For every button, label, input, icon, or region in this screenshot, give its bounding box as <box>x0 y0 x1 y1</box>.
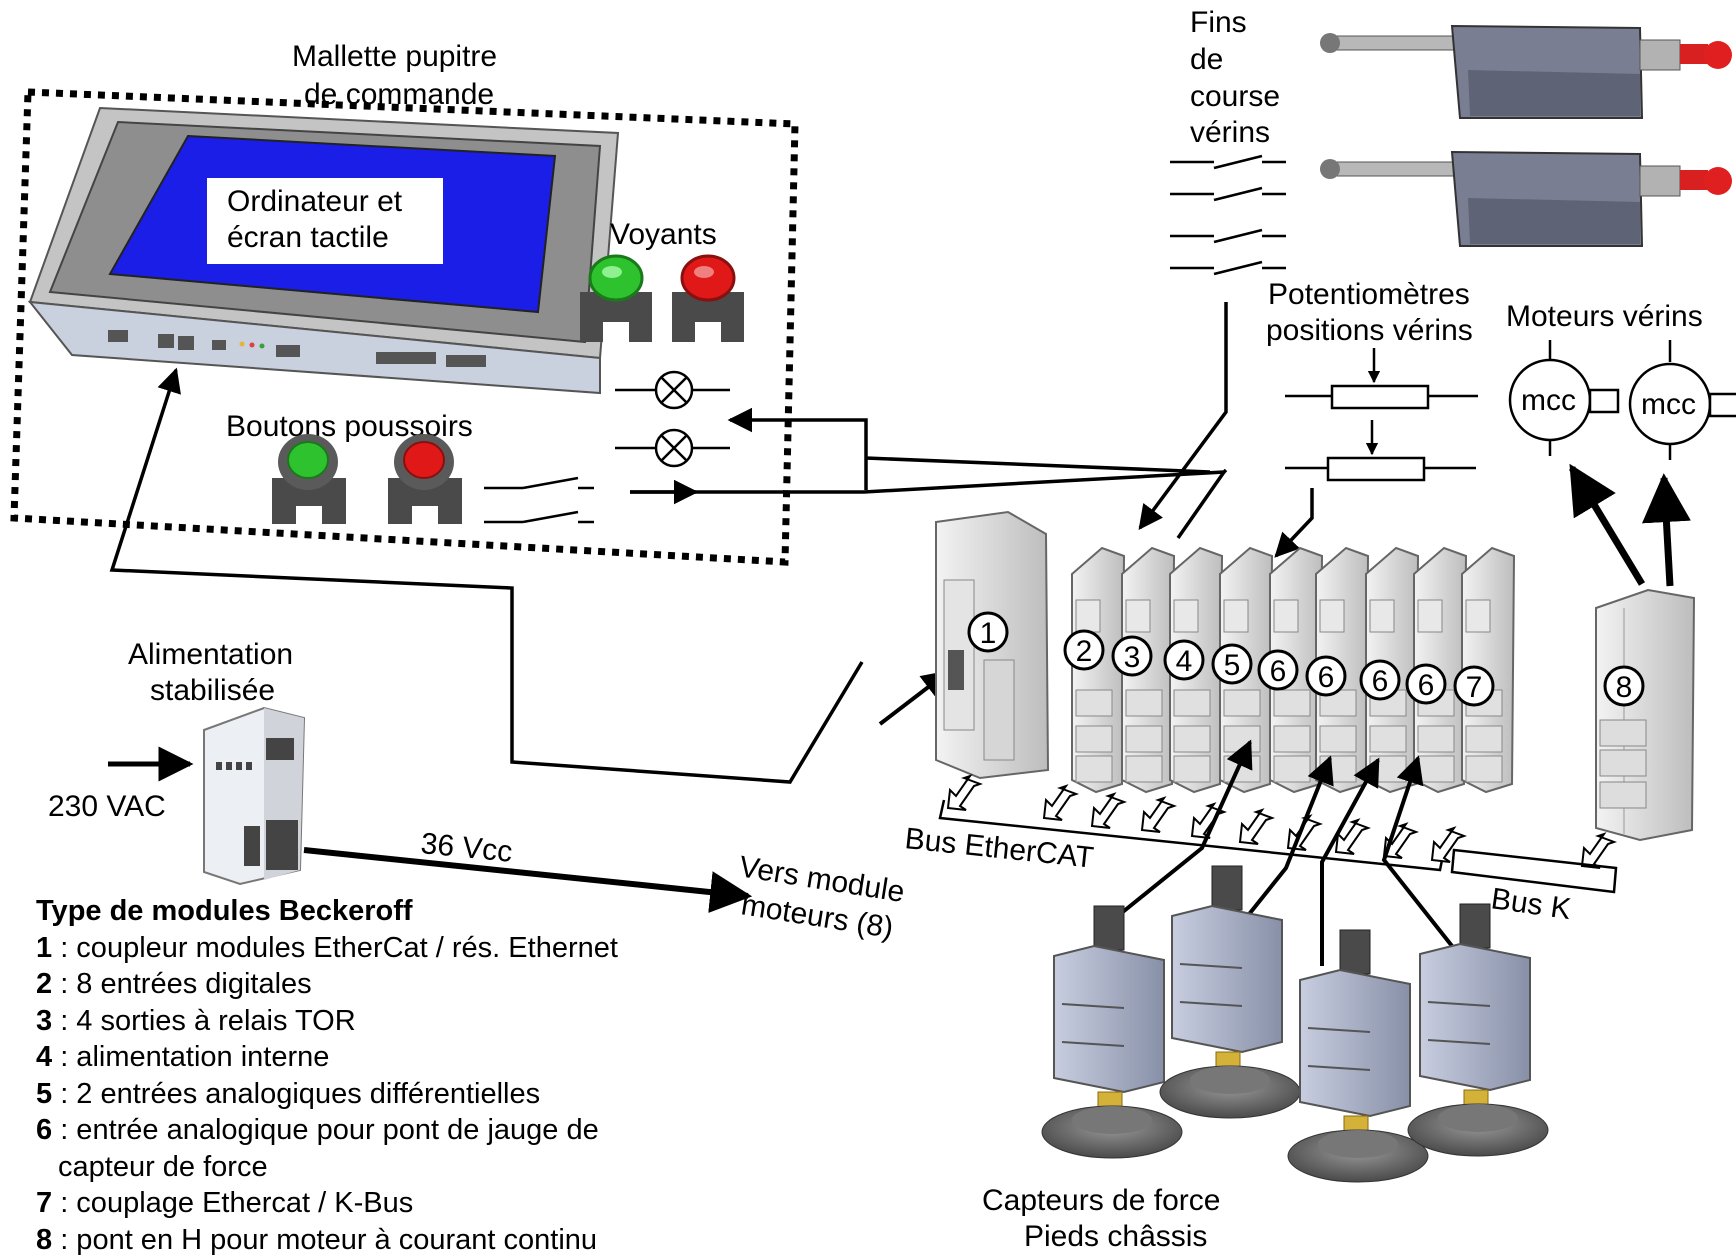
voyants-label: Voyants <box>610 218 717 251</box>
pushbutton-green <box>272 434 346 524</box>
module-number: 6 <box>1270 655 1287 688</box>
module-number: 7 <box>1466 671 1483 704</box>
module-badge: 6 <box>1307 657 1345 695</box>
legend-item-8: 8 : pont en H pour moteur à courant cont… <box>36 1222 756 1258</box>
switch-symbols-buttons <box>484 478 594 522</box>
bus-double-arrow <box>1432 828 1464 862</box>
motor-arrow-1 <box>1572 468 1642 584</box>
mcc-label-2: mcc <box>1641 388 1696 421</box>
module-number: 3 <box>1124 641 1141 674</box>
power-supply <box>204 708 304 884</box>
force-sensor <box>1288 930 1428 1182</box>
legend-item-1: 1 : coupleur modules EtherCat / rés. Eth… <box>36 930 756 967</box>
fins-label-3: course <box>1190 80 1280 113</box>
legend-item-2: 2 : 8 entrées digitales <box>36 966 756 1003</box>
force-sensor <box>1408 904 1548 1156</box>
potentiometer-symbols <box>1285 348 1478 480</box>
actuator-1 <box>1320 26 1732 118</box>
moteurs-label: Moteurs vérins <box>1506 300 1703 333</box>
module-badge: 6 <box>1259 651 1297 689</box>
fins-label-1: Fins <box>1190 6 1247 39</box>
capteurs-label-1: Capteurs de force <box>982 1184 1220 1217</box>
force-sensors <box>1042 866 1548 1182</box>
module-number: 6 <box>1372 665 1389 698</box>
lamp-green <box>580 256 652 342</box>
module-badge: 5 <box>1213 645 1251 683</box>
lamp-symbol-1 <box>615 372 730 408</box>
limit-switch-symbols <box>1170 156 1286 274</box>
module-badge: 6 <box>1407 665 1445 703</box>
module-number: 2 <box>1076 635 1093 668</box>
module-badge: 6 <box>1361 661 1399 699</box>
module-badge: 4 <box>1165 641 1203 679</box>
force-sensor <box>1160 866 1300 1118</box>
bus-double-arrow <box>948 776 980 810</box>
module-badge: 8 <box>1605 667 1643 705</box>
fins-label-2: de <box>1190 43 1223 76</box>
module-legend: Type de modules Beckeroff 1 : coupleur m… <box>36 893 756 1258</box>
legend-item-4: 4 : alimentation interne <box>36 1039 756 1076</box>
force-sensor <box>1042 906 1182 1158</box>
legend-item-7: 7 : couplage Ethercat / K-Bus <box>36 1185 756 1222</box>
legend-item-6: 6 : entrée analogique pour pont de jauge… <box>36 1112 756 1149</box>
module-number: 6 <box>1418 669 1435 702</box>
motor-arrow-2 <box>1664 478 1670 586</box>
module-badge: 3 <box>1113 637 1151 675</box>
mallette-label-2: de commande <box>304 78 494 111</box>
bus-k-label: Bus K <box>1489 882 1573 926</box>
legend-item-3: 3 : 4 sorties à relais TOR <box>36 1003 756 1040</box>
bus-double-arrow <box>1044 786 1076 820</box>
module-badge: 2 <box>1065 631 1103 669</box>
module-8-hbridge <box>1596 590 1694 840</box>
alimentation-label-2: stabilisée <box>150 674 275 707</box>
module-number: 8 <box>1616 671 1633 704</box>
module-number: 1 <box>980 617 997 650</box>
module-number: 5 <box>1224 649 1241 682</box>
vac-label: 230 VAC <box>48 790 166 823</box>
bus-double-arrow <box>1582 834 1614 868</box>
lamp-symbol-2 <box>615 430 730 466</box>
pushbutton-red <box>388 434 462 524</box>
module-number: 6 <box>1318 661 1335 694</box>
module-badge: 1 <box>969 613 1007 651</box>
module-number: 4 <box>1176 645 1193 678</box>
module-badge: 7 <box>1455 667 1493 705</box>
potentio-label-1: Potentiomètres <box>1268 278 1470 311</box>
alimentation-label-1: Alimentation <box>128 638 293 671</box>
bus-double-arrow <box>1142 798 1174 832</box>
fins-label-4: vérins <box>1190 116 1270 149</box>
capteurs-label-2: Pieds châssis <box>1024 1220 1207 1253</box>
bus-double-arrow <box>1092 794 1124 828</box>
mcc-label-1: mcc <box>1521 384 1576 417</box>
mallette-label-1: Mallette pupitre <box>292 40 497 73</box>
bus-double-arrow <box>1240 810 1272 844</box>
legend-title: Type de modules Beckeroff <box>36 893 756 930</box>
legend-item-6-continued: capteur de force <box>36 1149 756 1186</box>
legend-item-5: 5 : 2 entrées analogiques différentielle… <box>36 1076 756 1113</box>
ordinateur-label-2: écran tactile <box>227 221 389 254</box>
vcc-arrow <box>304 850 748 896</box>
ordinateur-label-1: Ordinateur et <box>227 185 403 218</box>
actuator-2 <box>1320 152 1732 246</box>
lamp-red <box>672 256 744 342</box>
potentio-label-2: positions vérins <box>1266 314 1473 347</box>
